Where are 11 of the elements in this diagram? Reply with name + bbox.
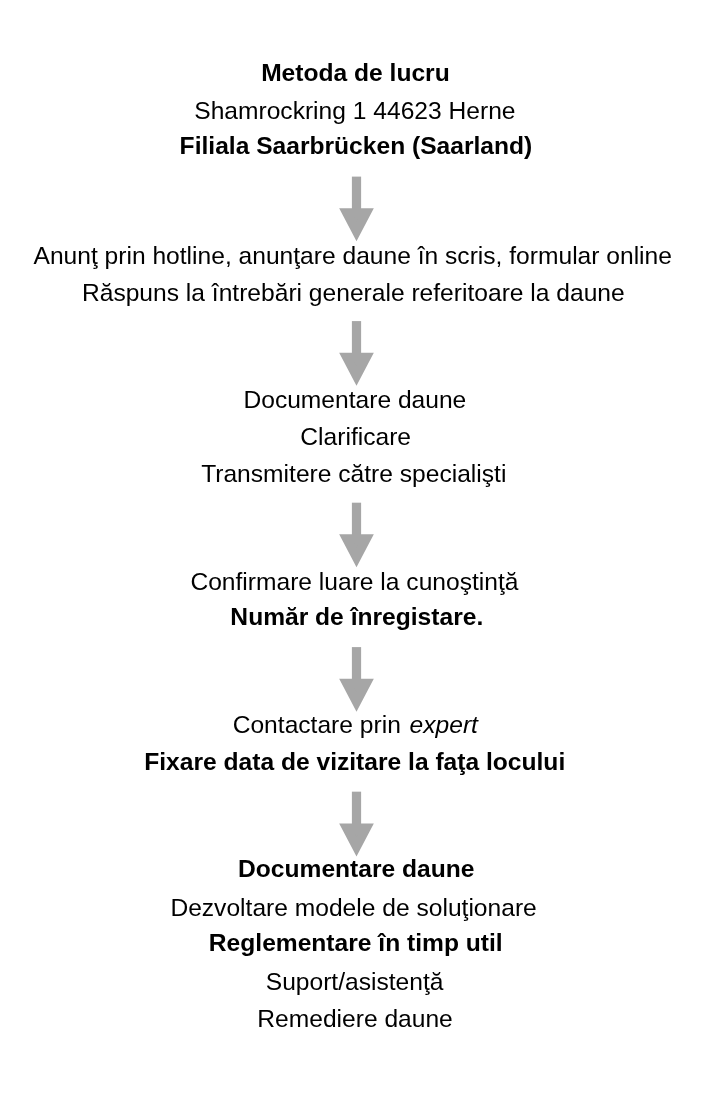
node-text: Documentare daune Clarificare Transmitere către specialişti (201, 386, 507, 488)
arrow (339, 502, 374, 568)
node-text: Contactare prin expert Fixare data de vizitare la faţa locului (144, 710, 566, 775)
arrow (339, 321, 374, 386)
node-text: Metoda de lucru Shamrockring 1 44623 Herne Filiala Saarbrücken (Saarland) (179, 58, 533, 160)
arrow (339, 647, 374, 712)
node-text: Anunţ prin hotline, anunţare daune în scris, formular online Răspuns la întrebări generale referitoare la daune (33, 241, 672, 306)
arrow (339, 791, 374, 857)
node-text: Documentare daune Dezvoltare modele de soluţionare Reglementare în timp util Suport/asistenţă Remediere daune (170, 855, 537, 1032)
arrow (339, 176, 374, 242)
node-text: Confirmare luare la cunoştinţă Număr de înregistare. (190, 567, 519, 631)
